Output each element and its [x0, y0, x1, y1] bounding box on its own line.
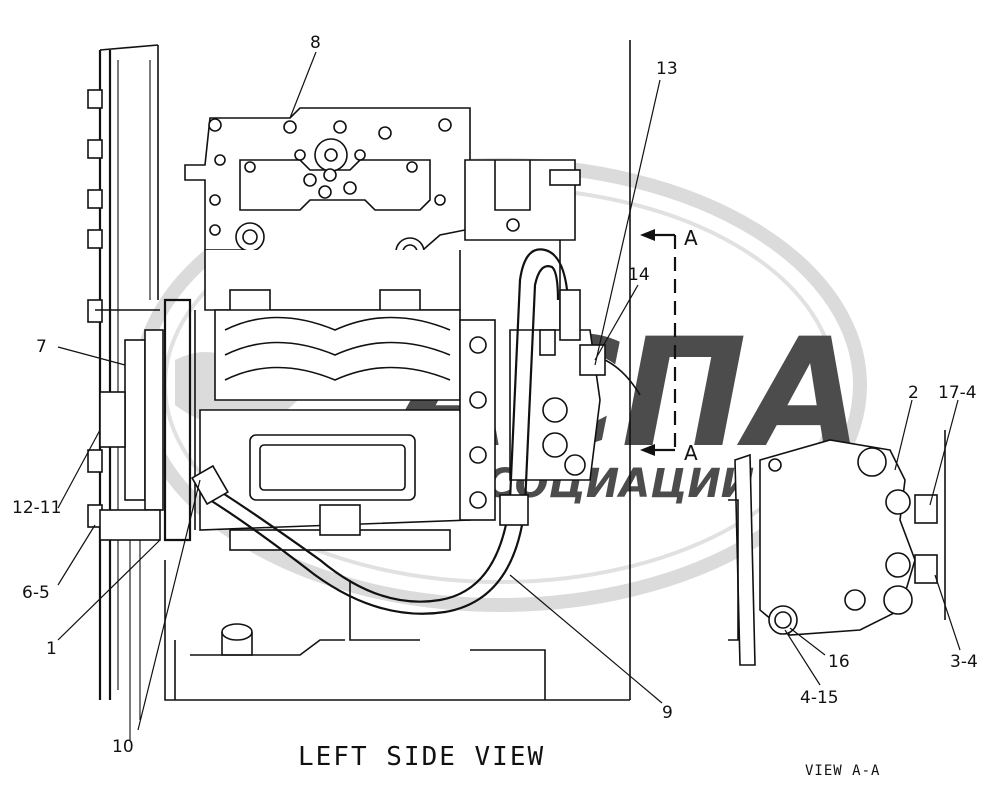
- detail-view-a-a: [728, 430, 946, 666]
- oil-hose: [191, 248, 641, 615]
- section-label-top: A: [684, 226, 698, 250]
- callout-3-4: 3-4: [950, 652, 978, 672]
- detail-view-caption: VIEW A-A: [805, 763, 880, 779]
- callout-14: 14: [628, 265, 650, 285]
- drive-gear-plate: [95, 298, 196, 542]
- engine-block: [164, 560, 630, 701]
- section-marker-a-a: A A: [640, 226, 698, 465]
- callout-4-15: 4-15: [800, 688, 839, 708]
- head-bolts: [208, 118, 452, 236]
- main-view-caption: LEFT SIDE VIEW: [298, 742, 545, 772]
- callout-12-11: 12-11: [12, 498, 61, 518]
- callout-9: 9: [662, 703, 673, 723]
- callout-16: 16: [828, 652, 850, 672]
- section-label-bottom: A: [684, 441, 698, 465]
- callout-labels: 8 13 14 7 12-11 6-5 1 10 9 2 17-4 3-4 16…: [12, 33, 978, 757]
- leader-lines: [57, 51, 961, 731]
- compressor-crankcase: [199, 250, 496, 551]
- callout-10: 10: [112, 737, 134, 757]
- housing-bolts: [87, 89, 103, 528]
- callout-7: 7: [36, 337, 47, 357]
- flywheel-housing: [87, 44, 159, 740]
- callout-1: 1: [46, 639, 57, 659]
- callout-2: 2: [908, 383, 919, 403]
- callout-17-4: 17-4: [938, 383, 977, 403]
- pump-housing: [464, 40, 631, 700]
- callout-13: 13: [656, 59, 678, 79]
- callout-6-5: 6-5: [22, 583, 50, 603]
- callout-8: 8: [310, 33, 321, 53]
